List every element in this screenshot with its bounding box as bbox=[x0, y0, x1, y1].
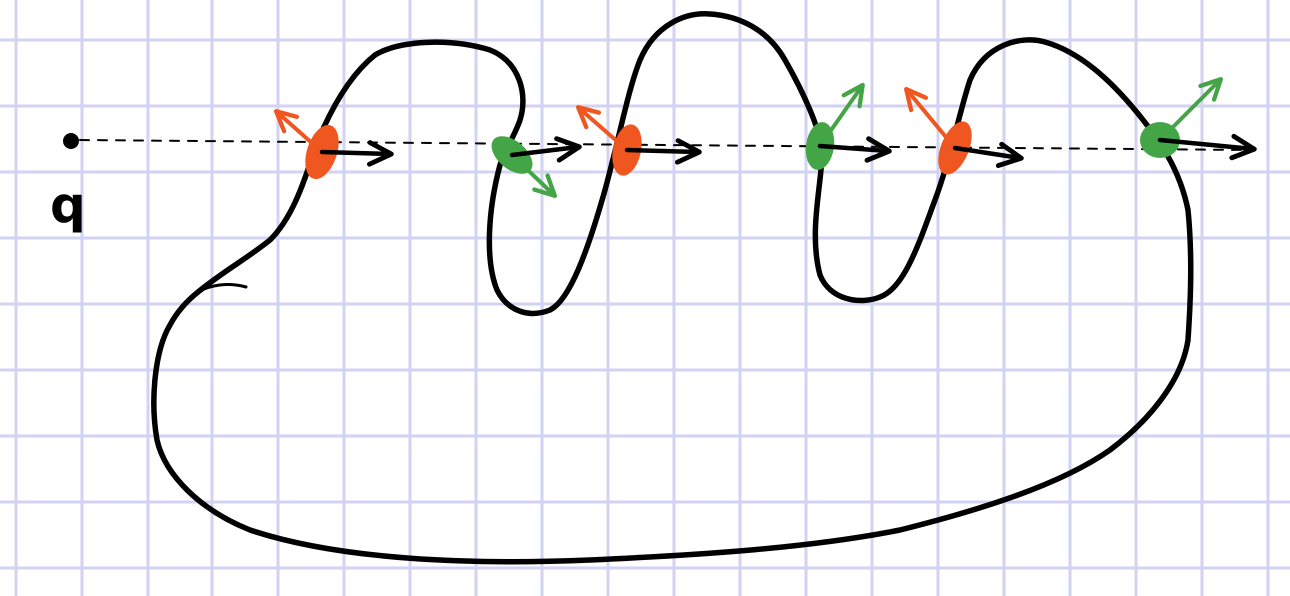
crossing-4-exiting bbox=[805, 82, 892, 170]
closed-curve bbox=[151, 11, 1194, 565]
crossing-2-exiting bbox=[491, 136, 582, 198]
crossing-1-entering bbox=[273, 109, 394, 180]
ray-from-q bbox=[79, 139, 1251, 151]
ray-direction-arrow bbox=[509, 136, 582, 163]
crossing-3-entering bbox=[575, 105, 702, 176]
crossing-6-exiting bbox=[1140, 76, 1257, 161]
crossing-5-entering bbox=[904, 86, 1024, 175]
point-q-label: q bbox=[50, 176, 86, 234]
curve-stroke-overlap bbox=[196, 283, 248, 294]
ray-direction-arrow bbox=[817, 136, 892, 163]
point-q bbox=[63, 133, 79, 149]
ray-direction-arrow bbox=[624, 138, 702, 165]
ray-direction-arrow bbox=[1157, 133, 1257, 161]
crossing-markers bbox=[273, 76, 1257, 198]
ray-direction-arrow bbox=[952, 141, 1024, 169]
ray-direction-arrow bbox=[319, 140, 394, 167]
